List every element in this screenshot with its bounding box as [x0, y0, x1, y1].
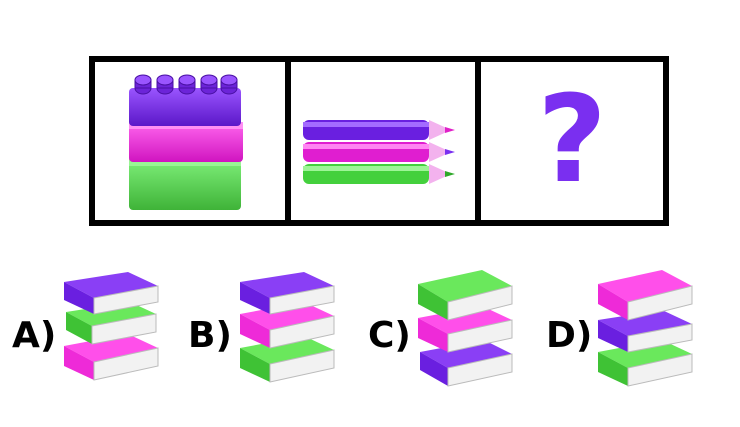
green-book [598, 340, 693, 387]
option-a-label[interactable]: A) [12, 315, 57, 356]
pencils-stack [303, 120, 455, 184]
sequence-cell-blocks [89, 56, 291, 226]
sequence-cell-pencils [285, 56, 481, 226]
option-c-books[interactable] [412, 262, 516, 392]
magenta-book [64, 334, 159, 381]
building-blocks-stack [129, 74, 243, 210]
purple-pencil [303, 120, 455, 140]
option-a-books[interactable] [58, 268, 162, 392]
magenta-brick [129, 122, 243, 162]
option-b-label[interactable]: B) [188, 315, 232, 356]
sequence-strip: ? [89, 56, 669, 226]
magenta-pencil [303, 142, 455, 162]
question-mark: ? [537, 71, 607, 210]
green-book [240, 336, 335, 383]
magenta-book [598, 270, 693, 321]
green-brick [129, 158, 241, 210]
magenta-book [240, 302, 335, 349]
sequence-cell-question: ? [475, 56, 669, 226]
green-pencil [303, 164, 455, 184]
purple-book [598, 310, 693, 353]
purple-brick [129, 74, 241, 126]
option-d-label[interactable]: D) [546, 315, 593, 356]
green-book [66, 302, 157, 345]
option-c-label[interactable]: C) [368, 315, 411, 356]
magenta-book [418, 306, 513, 353]
purple-book [64, 272, 159, 315]
green-book [418, 270, 513, 321]
purple-book [240, 272, 335, 315]
option-d-books[interactable] [592, 264, 696, 394]
option-b-books[interactable] [234, 268, 338, 392]
purple-book [420, 340, 513, 387]
